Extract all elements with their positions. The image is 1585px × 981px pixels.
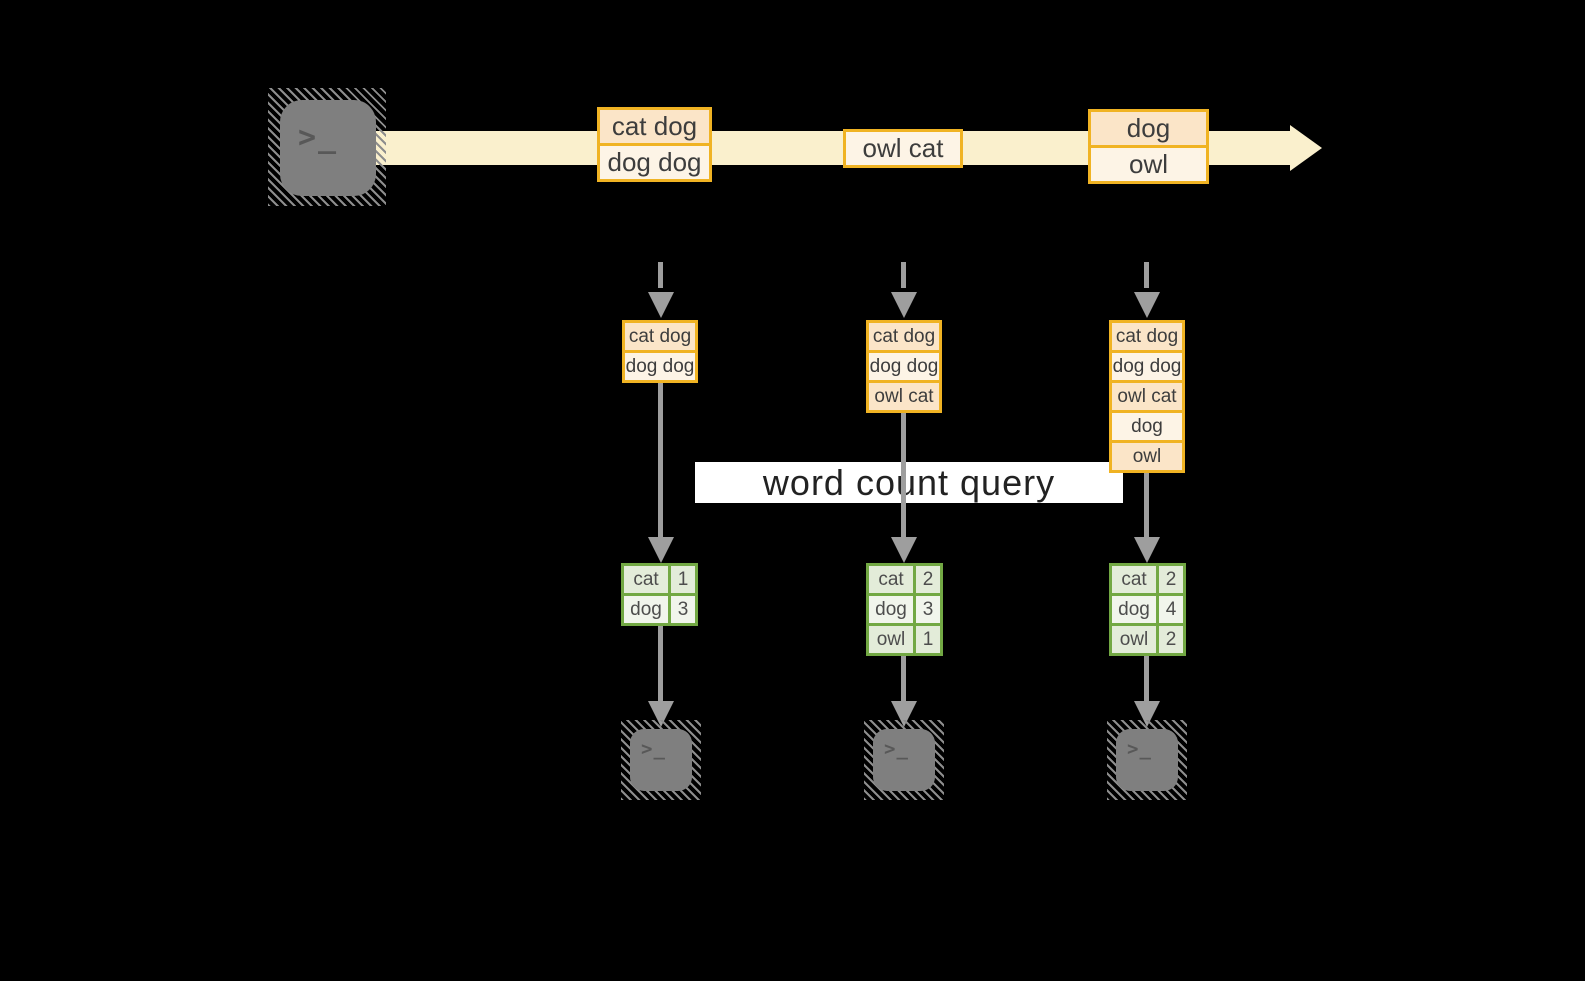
output-line-1 <box>658 626 663 703</box>
table-row: owl 2 <box>1112 623 1183 653</box>
table-row: cat 1 <box>624 566 695 593</box>
connector-arrowhead-1 <box>648 537 674 563</box>
table-row: dog 3 <box>869 593 940 623</box>
stream-event-1: cat dog dog dog <box>597 107 712 182</box>
word-cell: cat <box>878 568 904 590</box>
word-cell: dog <box>630 598 662 620</box>
count-cell: 3 <box>668 596 695 623</box>
table-row: cat 2 <box>1112 566 1183 593</box>
connector-line-1 <box>658 383 663 539</box>
connector-arrowhead-2 <box>891 537 917 563</box>
stream-event-3: dog owl <box>1088 109 1209 184</box>
batch-row: dog dog <box>869 350 939 380</box>
terminal-prompt-glyph: >_ <box>641 738 666 760</box>
output-line-3 <box>1144 656 1149 703</box>
batch-row: dog <box>1112 410 1182 440</box>
count-cell: 3 <box>913 596 940 623</box>
word-cell: dog <box>875 598 907 620</box>
stream-arrowhead <box>1290 125 1322 171</box>
stream-event-line: owl <box>1091 145 1206 181</box>
batch-row: dog dog <box>625 350 695 380</box>
word-cell: cat <box>1121 568 1147 590</box>
connector-line-2 <box>901 413 906 539</box>
result-table-3: cat 2 dog 4 owl 2 <box>1109 563 1186 656</box>
count-cell: 2 <box>913 566 940 593</box>
batch-row: cat dog <box>1112 323 1182 350</box>
micro-batch-2: cat dog dog dog owl cat <box>866 320 942 413</box>
table-row: owl 1 <box>869 623 940 653</box>
table-row: cat 2 <box>869 566 940 593</box>
batch-row: owl cat <box>869 380 939 410</box>
dashed-arrowhead-3 <box>1134 292 1160 318</box>
table-row: dog 3 <box>624 593 695 623</box>
output-terminal-icon-2: >_ <box>873 729 935 791</box>
count-cell: 2 <box>1156 566 1183 593</box>
word-cell: dog <box>1118 598 1150 620</box>
output-terminal-icon-3: >_ <box>1116 729 1178 791</box>
dashed-arrow-segment-1 <box>658 262 663 288</box>
stream-event-line: cat dog <box>600 110 709 143</box>
terminal-icon: >_ <box>280 100 376 196</box>
output-terminal-icon-1: >_ <box>630 729 692 791</box>
dashed-arrow-segment-3 <box>1144 262 1149 288</box>
dashed-arrow-segment-2 <box>901 262 906 288</box>
batch-row: owl <box>1112 440 1182 470</box>
query-label: word count query <box>695 462 1123 503</box>
stream-event-2: owl cat <box>843 129 963 168</box>
batch-row: owl cat <box>1112 380 1182 410</box>
count-cell: 1 <box>668 566 695 593</box>
result-table-1: cat 1 dog 3 <box>621 563 698 626</box>
stream-event-line: dog <box>1091 112 1206 145</box>
count-cell: 4 <box>1156 596 1183 623</box>
stream-event-line: dog dog <box>600 143 709 179</box>
connector-line-3 <box>1144 473 1149 539</box>
word-cell: owl <box>1119 628 1149 650</box>
connector-arrowhead-3 <box>1134 537 1160 563</box>
table-row: dog 4 <box>1112 593 1183 623</box>
count-cell: 1 <box>913 626 940 653</box>
stream-event-line: owl cat <box>846 132 960 165</box>
output-line-2 <box>901 656 906 703</box>
word-cell: cat <box>633 568 659 590</box>
dashed-arrowhead-1 <box>648 292 674 318</box>
batch-row: cat dog <box>869 323 939 350</box>
batch-row: dog dog <box>1112 350 1182 380</box>
word-cell: owl <box>876 628 906 650</box>
terminal-prompt-glyph: >_ <box>884 738 909 760</box>
terminal-prompt-glyph: >_ <box>298 120 339 155</box>
micro-batch-3: cat dog dog dog owl cat dog owl <box>1109 320 1185 473</box>
micro-batch-1: cat dog dog dog <box>622 320 698 383</box>
count-cell: 2 <box>1156 626 1183 653</box>
dashed-arrowhead-2 <box>891 292 917 318</box>
result-table-2: cat 2 dog 3 owl 1 <box>866 563 943 656</box>
terminal-prompt-glyph: >_ <box>1127 738 1152 760</box>
batch-row: cat dog <box>625 323 695 350</box>
